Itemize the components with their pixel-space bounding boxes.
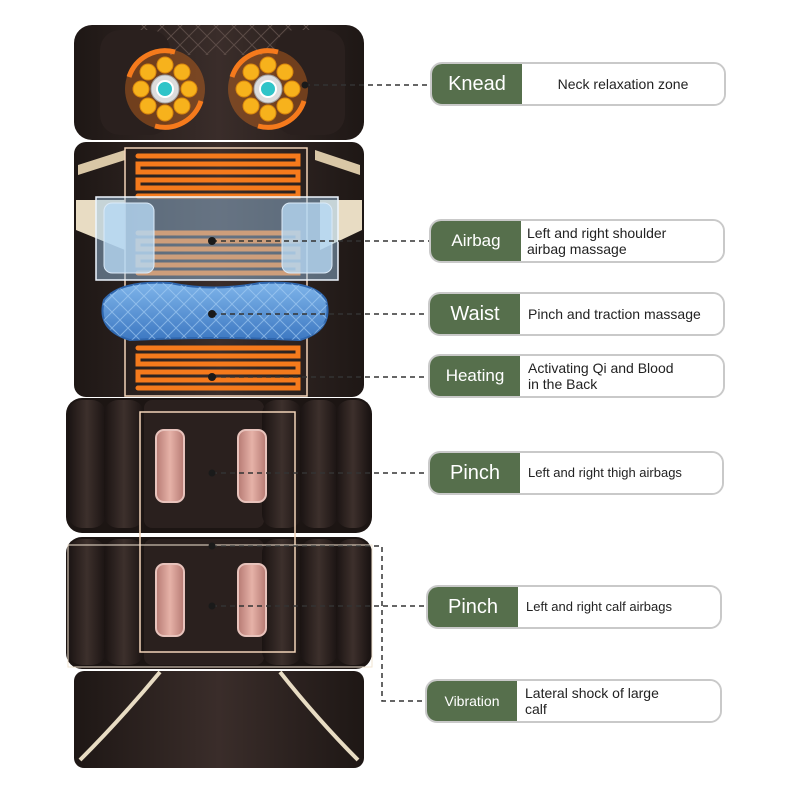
desc-vibration: Lateral shock of large calf: [525, 685, 659, 717]
tag-vibration: Vibration: [427, 681, 517, 721]
tag-airbag: Airbag: [431, 221, 521, 261]
leader-lines: [212, 84, 430, 702]
callout-heating: Heating Activating Qi and Blood in the B…: [428, 354, 725, 398]
foot-section: [74, 670, 364, 768]
thigh-section: [66, 398, 372, 533]
waist-airbag-icon: [101, 281, 329, 342]
callout-airbag: Airbag Left and right shoulder airbag ma…: [429, 219, 725, 263]
desc-pinch-calf: Left and right calf airbags: [526, 599, 672, 614]
callout-knead: Knead Neck relaxation zone: [430, 62, 726, 106]
callout-pinch-thigh: Pinch Left and right thigh airbags: [428, 451, 724, 495]
callout-vibration: Vibration Lateral shock of large calf: [425, 679, 722, 723]
head-section: [74, 25, 364, 140]
desc-heating: Activating Qi and Blood in the Back: [528, 360, 674, 392]
tag-pinch-thigh: Pinch: [430, 453, 520, 493]
tag-waist: Waist: [430, 294, 520, 334]
leader-vibration: [212, 545, 426, 702]
desc-pinch-thigh: Left and right thigh airbags: [528, 465, 682, 480]
desc-knead: Neck relaxation zone: [557, 76, 689, 92]
calf-section: [66, 537, 372, 669]
tag-heating: Heating: [430, 356, 520, 396]
vibration-zone-frame: [67, 544, 373, 668]
pinch-airbag-icon: [155, 429, 267, 637]
desc-airbag: Left and right shoulder airbag massage: [527, 225, 667, 257]
knead-roller-icon: [125, 48, 308, 130]
callout-pinch-calf: Pinch Left and right calf airbags: [426, 585, 722, 629]
tag-knead: Knead: [432, 64, 522, 104]
tag-pinch-calf: Pinch: [428, 587, 518, 627]
airbag-icon: [95, 196, 339, 281]
callout-waist: Waist Pinch and traction massage: [428, 292, 725, 336]
pinch-zone-frame: [139, 411, 296, 653]
desc-waist: Pinch and traction massage: [528, 306, 701, 322]
leader-dots: [208, 81, 309, 610]
